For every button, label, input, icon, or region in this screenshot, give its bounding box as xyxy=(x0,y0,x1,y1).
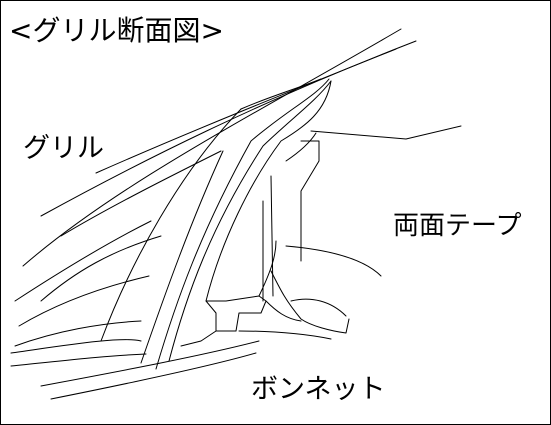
grill-pillar-rib-inner xyxy=(168,80,332,362)
grill-fin-3 xyxy=(14,320,142,347)
tape-lower-line-2 xyxy=(290,298,347,317)
clip-curve-1 xyxy=(265,300,302,322)
bonnet-bottom-2 xyxy=(50,352,257,400)
tape-leader-line xyxy=(310,125,462,140)
grill-clip xyxy=(205,295,267,332)
grill-upper-line-1 xyxy=(22,28,402,267)
grill-label: グリル xyxy=(23,133,104,164)
tape-vertical-right xyxy=(270,175,274,297)
grill-pillar-rib-outer xyxy=(155,78,330,370)
grill-pillar-left xyxy=(100,108,242,342)
grill-fin-1 xyxy=(14,220,152,302)
tape-block-edge xyxy=(300,140,320,262)
bonnet-label: ボンネット xyxy=(251,374,386,405)
tape-upper-line xyxy=(285,132,317,162)
grill-clip-inner xyxy=(180,330,217,347)
grill-fin-5 xyxy=(60,150,222,237)
grill-pillar-right xyxy=(205,80,332,302)
bonnet-line-1 xyxy=(270,270,350,334)
double-sided-tape-label: 両面テープ xyxy=(393,211,522,241)
tape-lower-line xyxy=(285,245,382,277)
grill-pillar-left-inner xyxy=(140,150,224,364)
bonnet-bottom-1 xyxy=(40,340,260,387)
clip-curve-2 xyxy=(258,240,277,297)
grill-upper-line-3 xyxy=(95,48,397,174)
grill-fin-2 xyxy=(18,275,150,327)
bonnet-line-2 xyxy=(238,330,332,340)
bonnet-bottom-3 xyxy=(10,339,142,354)
grill-pillar-top xyxy=(240,78,322,110)
bonnet-bottom-4 xyxy=(10,353,147,367)
diagram-title: <グリル断面図> xyxy=(9,14,224,47)
grill-fin-4 xyxy=(40,235,162,302)
